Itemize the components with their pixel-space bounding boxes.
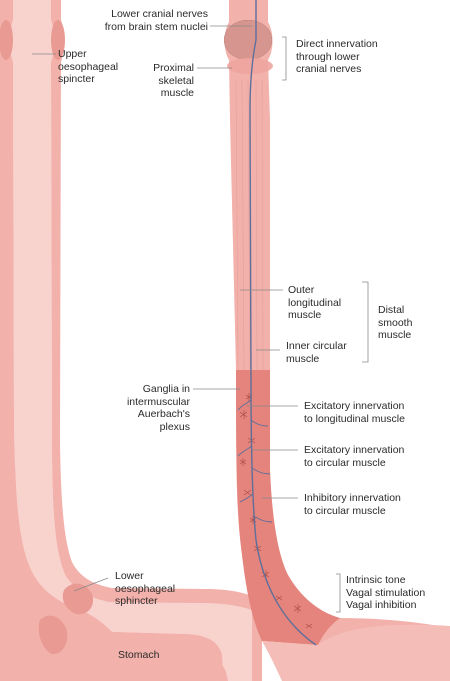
upper-sphincter-left-bulge [0,20,13,60]
nerve-branches [237,399,273,523]
lower-sphincter-right-bulge [62,583,94,615]
label-lower-sphincter: Lower oesophageal sphincter [115,570,176,607]
label-cranial-nerves: Lower cranial nerves from brain stem nuc… [104,8,208,33]
label-excitatory-circular: Excitatory innervation to circular muscl… [304,444,405,469]
upper-sphincter-external [224,20,272,60]
muscle-striations [235,79,264,371]
label-inhibitory-circular: Inhibitory innervation to circular muscl… [304,492,401,517]
smooth-muscle-zone [236,370,340,645]
label-upper-sphincter: Upper oesophageal spincter [58,48,119,85]
label-stomach: Stomach [118,649,160,661]
label-distal-smooth: Distal smooth muscle [378,304,413,341]
vagus-nerve [249,0,317,646]
lower-sphincter-left-bulge [38,615,68,655]
label-excitatory-longitudinal: Excitatory innervation to longitudinal m… [304,400,405,425]
label-ganglia: Ganglia in intermuscular Auerbach's plex… [126,383,190,433]
label-outer-longitudinal: Outer longitudinal muscle [288,284,342,321]
proximal-band [227,58,273,74]
label-inner-circular: Inner circular muscle [286,340,347,365]
left-oesophagus-section [0,0,262,681]
left-lumen [10,0,252,681]
label-proximal-skeletal: Proximal skeletal muscle [153,62,194,99]
right-oesophagus-external [224,0,450,681]
label-vagal-control: Intrinsic tone Vagal stimulation Vagal i… [346,574,426,611]
leader-lines [32,25,369,613]
upper-sphincter-right-bulge [51,20,65,60]
label-direct-innervation: Direct innervation through lower cranial… [296,38,378,75]
stomach-right [262,624,450,681]
